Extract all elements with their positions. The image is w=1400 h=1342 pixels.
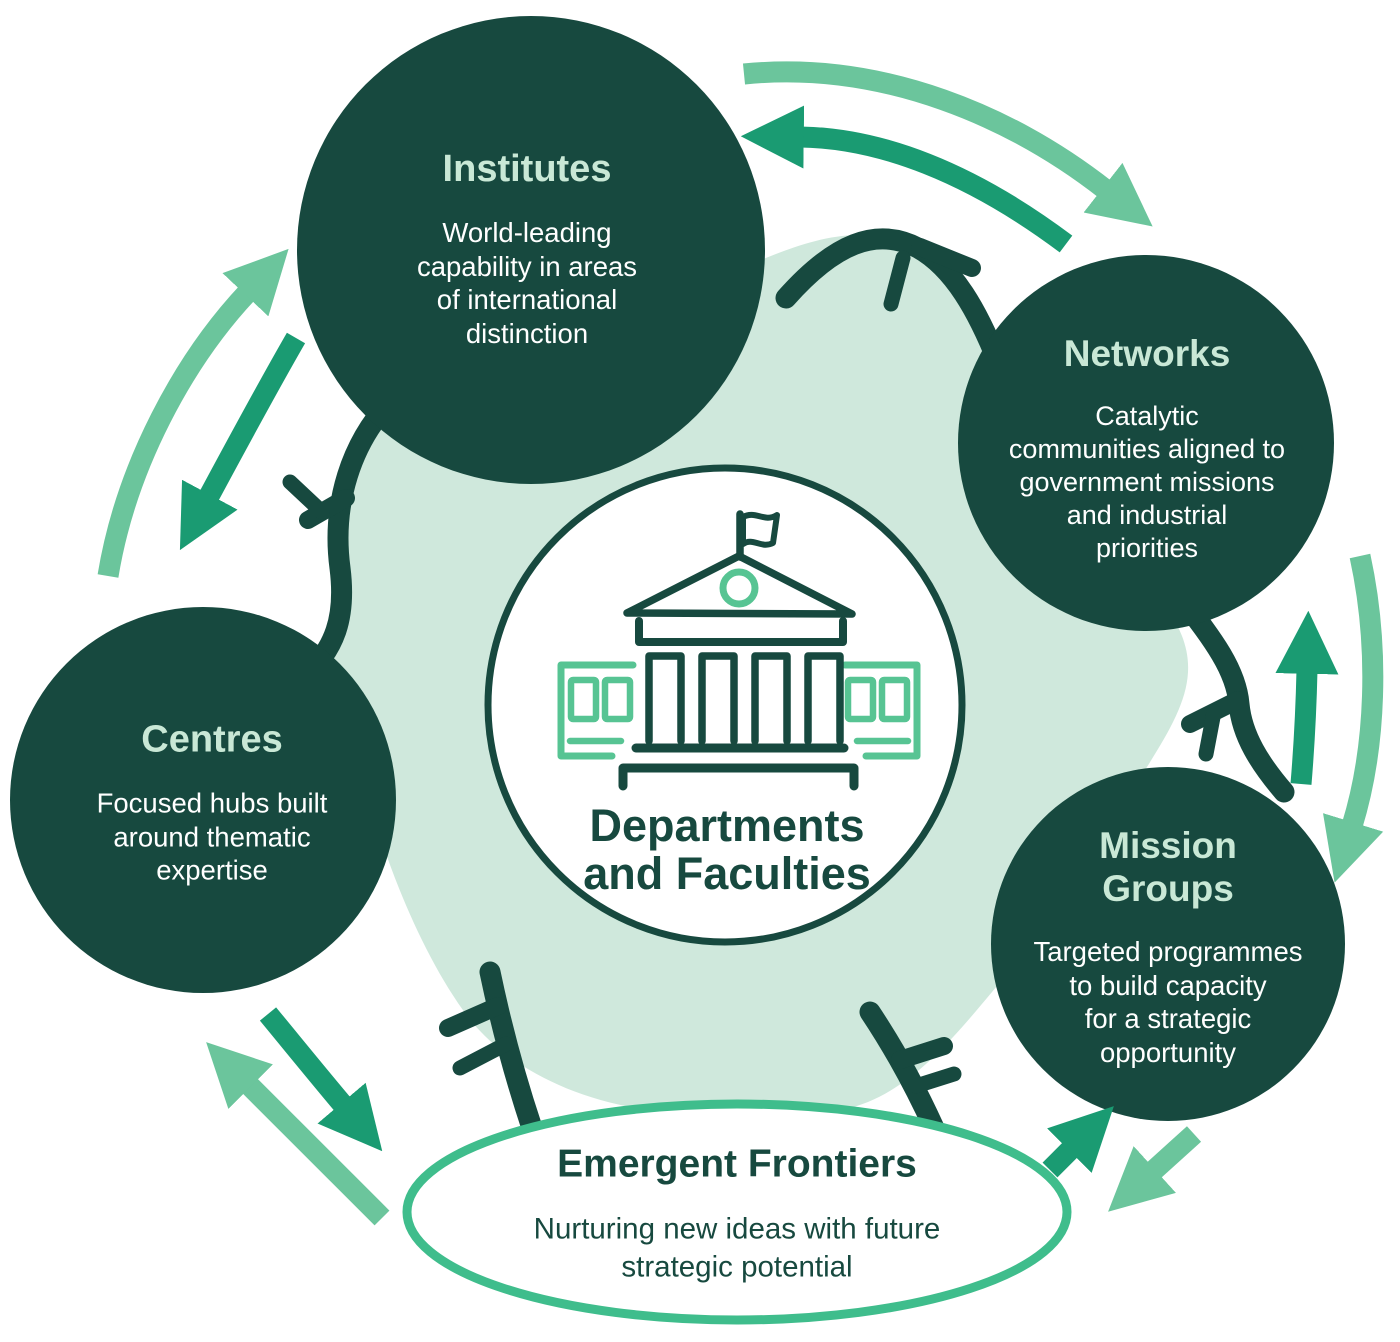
node-description: Focused hubs built around thematic exper… [96, 787, 328, 886]
node-circle-centres [10, 607, 396, 993]
hub-label-departments-and-faculties: Departments and Faculties [517, 784, 937, 916]
hub-title: Departments and Faculties [583, 799, 871, 899]
node-description: World-leading capability in areas of int… [416, 216, 638, 349]
node-title: Mission Groups [1099, 824, 1237, 909]
node-title: Emergent Frontiers [557, 1142, 917, 1186]
arrow-mission-groups-to-networks [1275, 610, 1339, 785]
arrow-institutes-to-networks [742, 61, 1153, 227]
node-circle-mission-groups [991, 767, 1345, 1121]
node-circle-institutes [297, 16, 765, 484]
arrow-networks-to-mission-groups [1323, 553, 1384, 883]
node-description: Targeted programmes to build capacity fo… [1033, 935, 1303, 1068]
arrow-emergent-frontiers-to-mission-groups [1042, 1106, 1114, 1178]
arrow-mission-groups-to-emergent-frontiers [1108, 1126, 1202, 1212]
node-label-mission-groups: Mission Groups Targeted programmes to bu… [998, 807, 1338, 1087]
node-title: Networks [1063, 333, 1231, 375]
node-ellipse-emergent-frontiers [402, 1099, 1072, 1325]
hub-circle-departments [484, 464, 966, 946]
node-title: Institutes [442, 147, 612, 190]
node-circle-networks [958, 255, 1334, 631]
node-description: Catalytic communities aligned to governm… [1008, 401, 1286, 563]
connector-vine-networks-mission-groups [1167, 583, 1295, 803]
node-description: Nurturing new ideas with future strategi… [533, 1212, 941, 1284]
arrow-emergent-frontiers-to-centres [206, 1042, 390, 1226]
arrow-networks-to-institutes [740, 105, 1073, 253]
node-label-centres: Centres Focused hubs built around themat… [47, 701, 377, 906]
arrow-centres-to-emergent-frontiers [259, 1007, 383, 1152]
connector-vine-centres-emergent [439, 961, 543, 1139]
connector-vine-institutes-networks [775, 228, 1009, 373]
node-label-networks: Networks Catalytic communities aligned t… [972, 315, 1322, 583]
node-label-emergent-frontiers: Emergent Frontiers Nurturing new ideas w… [447, 1125, 1027, 1306]
node-title: Centres [141, 718, 283, 761]
arrow-institutes-to-centres [179, 332, 306, 551]
node-label-institutes: Institutes World-leading capability in a… [347, 130, 707, 368]
university-building-icon [557, 510, 921, 791]
arrow-centres-to-institutes [97, 248, 289, 578]
connector-vine-institutes-centres [282, 381, 411, 689]
connector-vine-mission-emergent [859, 1001, 962, 1139]
